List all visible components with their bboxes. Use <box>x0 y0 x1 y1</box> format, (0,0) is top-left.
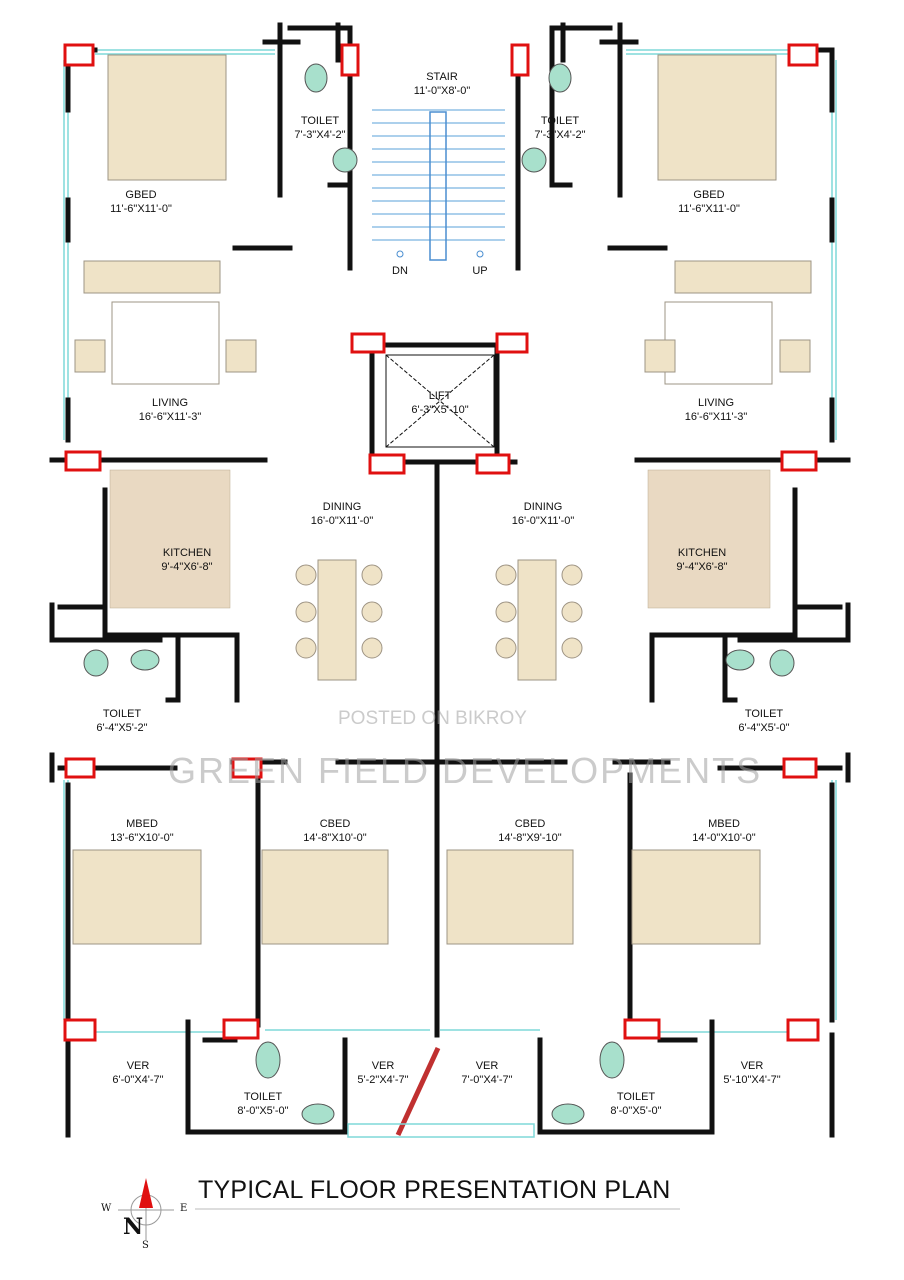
label-kitchen-l-name: KITCHEN <box>162 547 212 559</box>
label-toilet-tl-size: 7'-3"X4'-2" <box>294 129 346 141</box>
corridor-door-panel <box>347 1046 535 1138</box>
structural-columns <box>63 43 820 1042</box>
label-ver-4-name: VER <box>740 1060 764 1072</box>
watermark-developer: GREEN FIELD DEVELOPMENTS <box>168 750 763 791</box>
watermark-posted: POSTED ON BIKROY <box>338 708 527 729</box>
label-toilet-tr-size: 7'-3"X4'-2" <box>534 129 586 141</box>
label-dining-l-name: DINING <box>322 501 362 513</box>
label-toilet-tl-name: TOILET <box>300 115 340 127</box>
kitchen-floor-tile <box>109 469 771 609</box>
label-toilet-br-size: 8'-0"X5'-0" <box>610 1105 662 1117</box>
label-living-l-name: LIVING <box>151 397 189 409</box>
lift-shaft <box>385 354 495 448</box>
compass-n: N <box>123 1214 144 1240</box>
label-gbed-r-name: GBED <box>693 189 725 201</box>
label-living-r-size: 16'-6"X11'-3" <box>684 411 748 423</box>
label-toilet-ml-name: TOILET <box>102 708 142 720</box>
label-toilet-bl-size: 8'-0"X5'-0" <box>237 1105 289 1117</box>
label-ver-2-name: VER <box>371 1060 395 1072</box>
label-mbed-l-name: MBED <box>126 818 158 830</box>
label-dining-r-name: DINING <box>523 501 563 513</box>
label-kitchen-r-name: KITCHEN <box>677 547 727 559</box>
label-toilet-tr-name: TOILET <box>540 115 580 127</box>
label-dining-l-size: 16'-0"X11'-0" <box>310 515 374 527</box>
label-dining-r-size: 16'-0"X11'-0" <box>511 515 575 527</box>
label-lift-size: 6'-3"X5'-10" <box>411 404 469 416</box>
label-gbed-r-size: 11'-6"X11'-0" <box>678 203 740 215</box>
label-stair-size: 11'-0"X8'-0" <box>413 85 471 97</box>
label-gbed-l-name: GBED <box>125 189 157 201</box>
label-mbed-l-size: 13'-6"X10'-0" <box>110 832 174 844</box>
compass-s: S <box>142 1240 149 1251</box>
label-cbed-l-size: 14'-8"X10'-0" <box>303 832 367 844</box>
compass-e: E <box>180 1203 188 1214</box>
label-ver-1-name: VER <box>126 1060 150 1072</box>
label-ver-3-size: 7'-0"X4'-7" <box>461 1074 513 1086</box>
label-cbed-r-size: 14'-8"X9'-10" <box>498 832 562 844</box>
plan-title: TYPICAL FLOOR PRESENTATION PLAN <box>198 1176 671 1204</box>
label-stair-up: UP <box>472 265 488 277</box>
label-toilet-bl-name: TOILET <box>243 1091 283 1103</box>
dining-chairs <box>295 564 583 659</box>
label-kitchen-r-size: 9'-4"X6'-8" <box>676 561 728 573</box>
label-stair-dn: DN <box>392 265 408 277</box>
compass-w: W <box>101 1203 112 1214</box>
stair-flight <box>372 109 505 261</box>
label-living-l-size: 16'-6"X11'-3" <box>138 411 202 423</box>
label-lift-name: LIFT <box>428 390 452 402</box>
label-toilet-mr-size: 6'-4"X5'-0" <box>738 722 790 734</box>
label-ver-4-size: 5'-10"X4'-7" <box>723 1074 781 1086</box>
label-kitchen-l-size: 9'-4"X6'-8" <box>161 561 213 573</box>
label-living-r-name: LIVING <box>697 397 735 409</box>
label-toilet-mr-name: TOILET <box>744 708 784 720</box>
sanitary-fixtures <box>83 63 795 1125</box>
label-gbed-l-size: 11'-6"X11'-0" <box>110 203 172 215</box>
label-ver-1-size: 6'-0"X4'-7" <box>112 1074 164 1086</box>
label-ver-3-name: VER <box>475 1060 499 1072</box>
label-toilet-br-name: TOILET <box>616 1091 656 1103</box>
compass-icon <box>118 1178 174 1240</box>
label-ver-2-size: 5'-2"X4'-7" <box>357 1074 409 1086</box>
label-mbed-r-name: MBED <box>708 818 740 830</box>
label-cbed-l-name: CBED <box>319 818 351 830</box>
label-cbed-r-name: CBED <box>514 818 546 830</box>
furniture <box>72 54 812 945</box>
label-toilet-ml-size: 6'-4"X5'-2" <box>96 722 148 734</box>
label-mbed-r-size: 14'-0"X10'-0" <box>692 832 756 844</box>
label-stair-name: STAIR <box>426 71 458 83</box>
